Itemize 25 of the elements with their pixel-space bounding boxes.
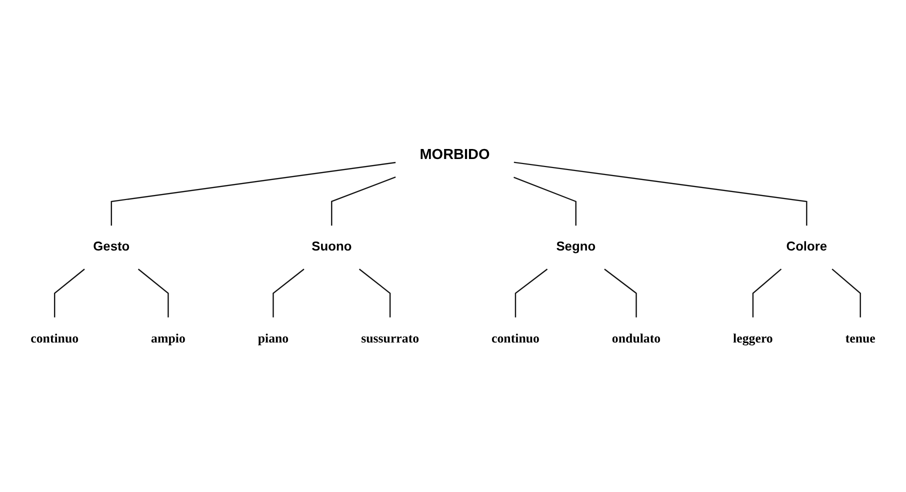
connector bbox=[514, 268, 548, 318]
connector bbox=[54, 268, 85, 318]
connector bbox=[110, 162, 396, 226]
node-text: continuo bbox=[492, 332, 540, 346]
node-text: Segno bbox=[556, 240, 596, 254]
node-text: sussurrato bbox=[361, 332, 420, 346]
node-text: MORBIDO bbox=[420, 146, 490, 162]
node-text: leggero bbox=[733, 332, 773, 346]
node-text: continuo bbox=[30, 332, 79, 346]
node-text: ampio bbox=[151, 332, 186, 346]
node-text: ondulato bbox=[612, 332, 661, 346]
connector bbox=[604, 268, 637, 318]
connector bbox=[752, 268, 782, 318]
connector bbox=[331, 176, 396, 226]
connector bbox=[272, 268, 304, 318]
node-text: tenue bbox=[845, 332, 876, 346]
node-text: Colore bbox=[786, 240, 828, 254]
node-text: Suono bbox=[312, 240, 352, 254]
connector bbox=[138, 268, 169, 318]
connector bbox=[358, 268, 391, 318]
connector bbox=[514, 176, 576, 226]
connector bbox=[514, 162, 808, 226]
connector bbox=[832, 268, 861, 318]
node-text: piano bbox=[258, 332, 289, 346]
node-text: Gesto bbox=[93, 240, 130, 254]
